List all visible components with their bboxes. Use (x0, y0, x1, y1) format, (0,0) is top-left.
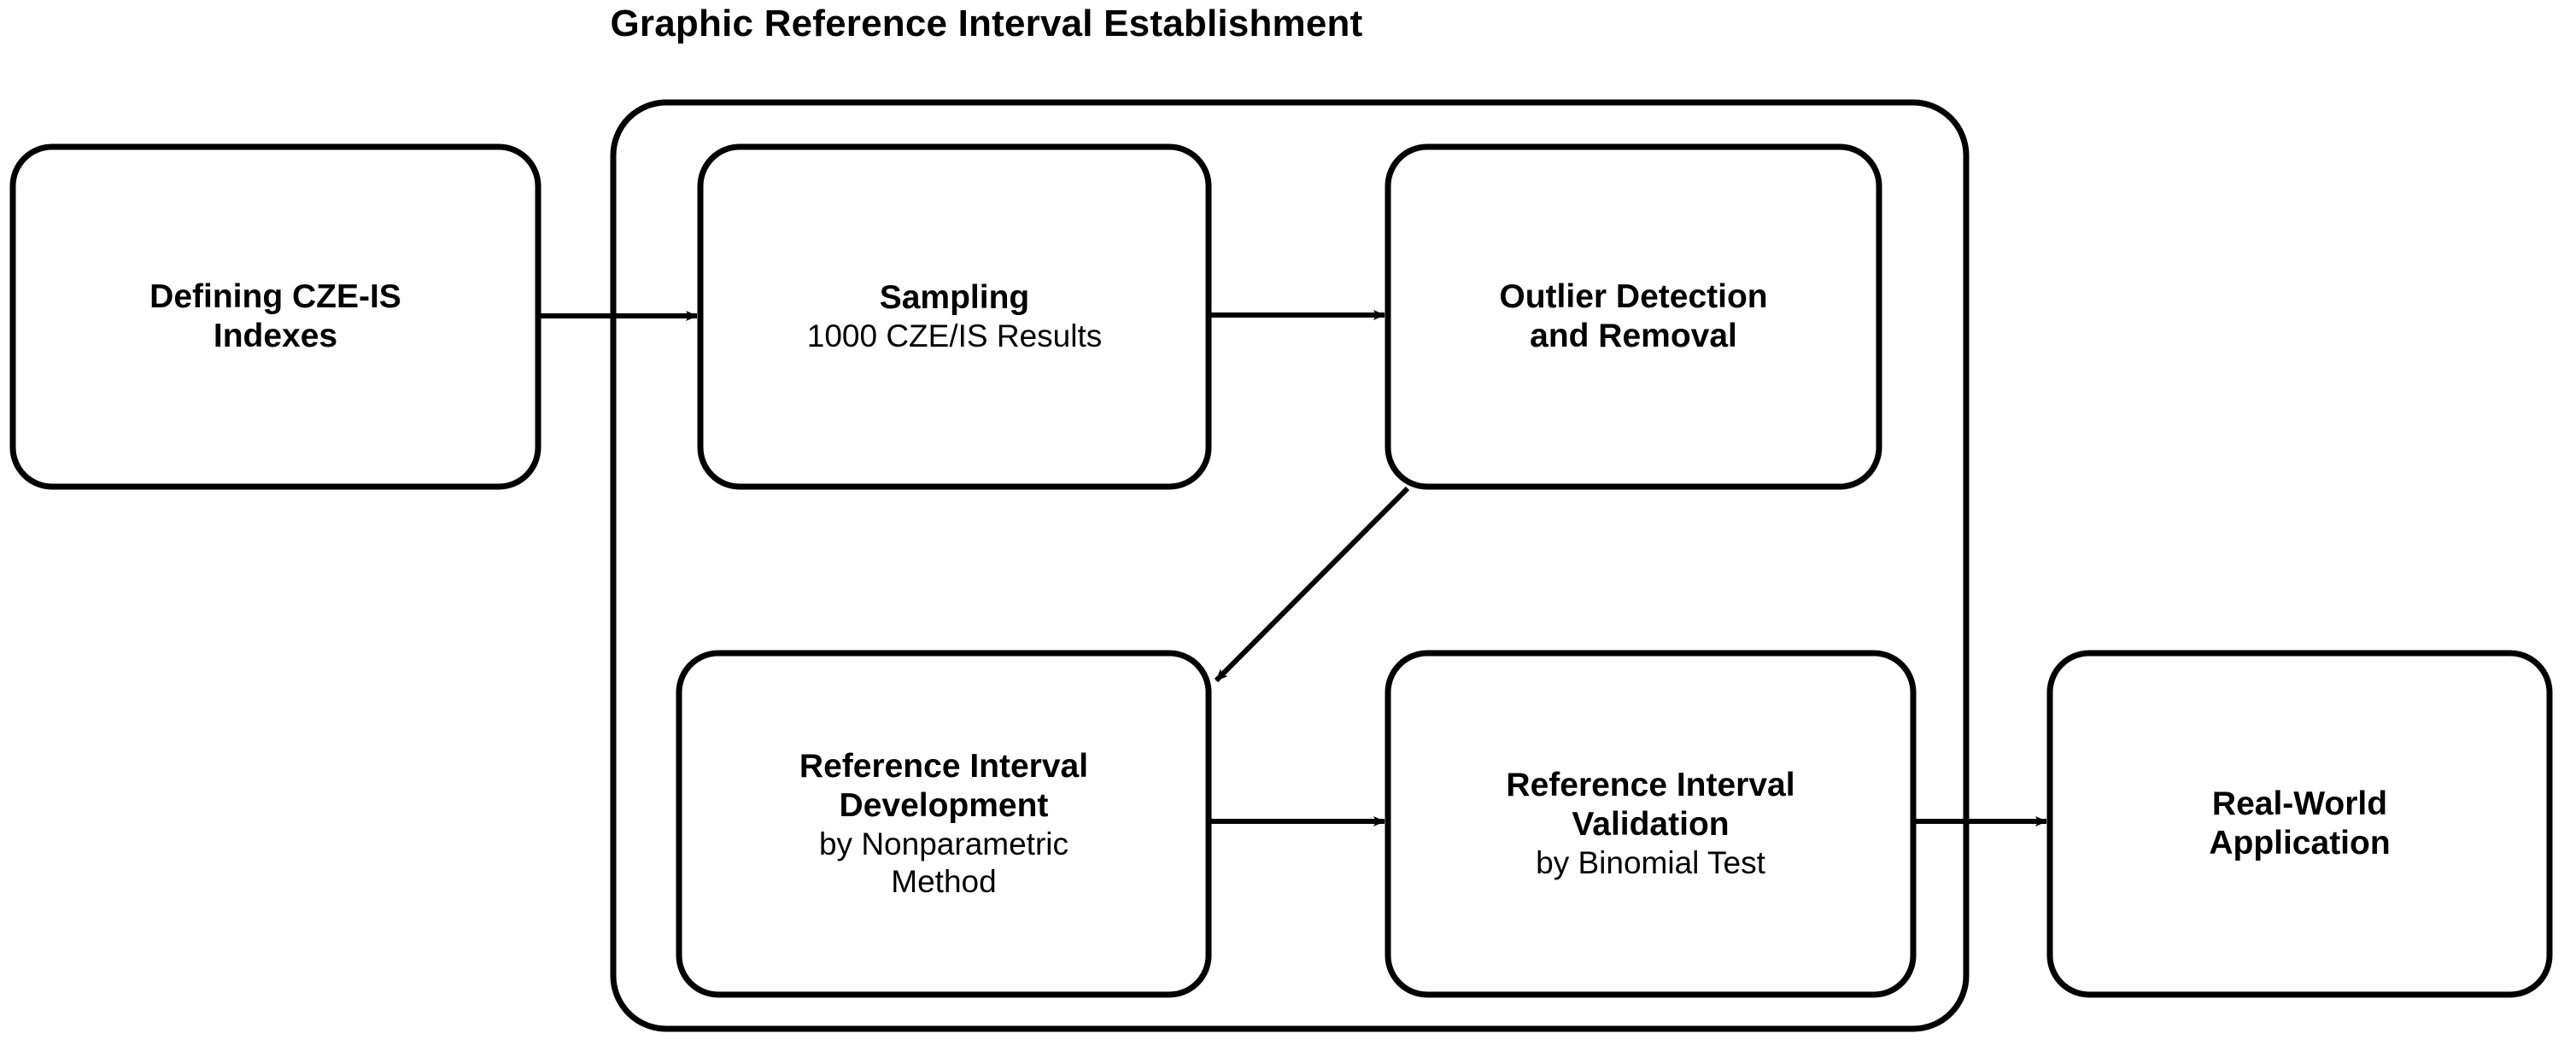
node-subtitle: by Nonparametric Method (818, 826, 1068, 900)
node-title: Outlier Detection and Removal (1499, 277, 1768, 354)
node-box-real-world-application[interactable] (2046, 650, 2553, 998)
node-title: Reference Interval Development (799, 748, 1089, 825)
edge-outlier-to-development (1214, 486, 1410, 683)
node-reference-interval-validation[interactable]: Reference Interval Validation by Binomia… (1388, 653, 1913, 995)
node-reference-interval-development[interactable]: Reference Interval Development by Nonpar… (679, 653, 1209, 995)
group-container (610, 99, 1970, 1032)
node-real-world-application[interactable]: Real-World Application (2050, 653, 2550, 995)
node-title: Sampling (879, 279, 1030, 317)
node-title: Real-World Application (2209, 785, 2391, 861)
node-sampling[interactable]: Sampling 1000 CZE/IS Results (700, 147, 1209, 487)
node-title: Defining CZE-IS Indexes (149, 277, 401, 354)
page-title: Graphic Reference Interval Establishment (610, 3, 1363, 44)
node-subtitle: 1000 CZE/IS Results (806, 318, 1103, 354)
node-title: Reference Interval Validation (1506, 767, 1795, 844)
node-box-outlier-detection-and-removal[interactable] (1385, 143, 1882, 490)
node-subtitle: by Binomial Test (1536, 845, 1765, 881)
node-defining-cze-is-indexes[interactable]: Defining CZE-IS Indexes (13, 147, 538, 487)
node-outlier-detection-and-removal[interactable]: Outlier Detection and Removal (1388, 147, 1879, 487)
